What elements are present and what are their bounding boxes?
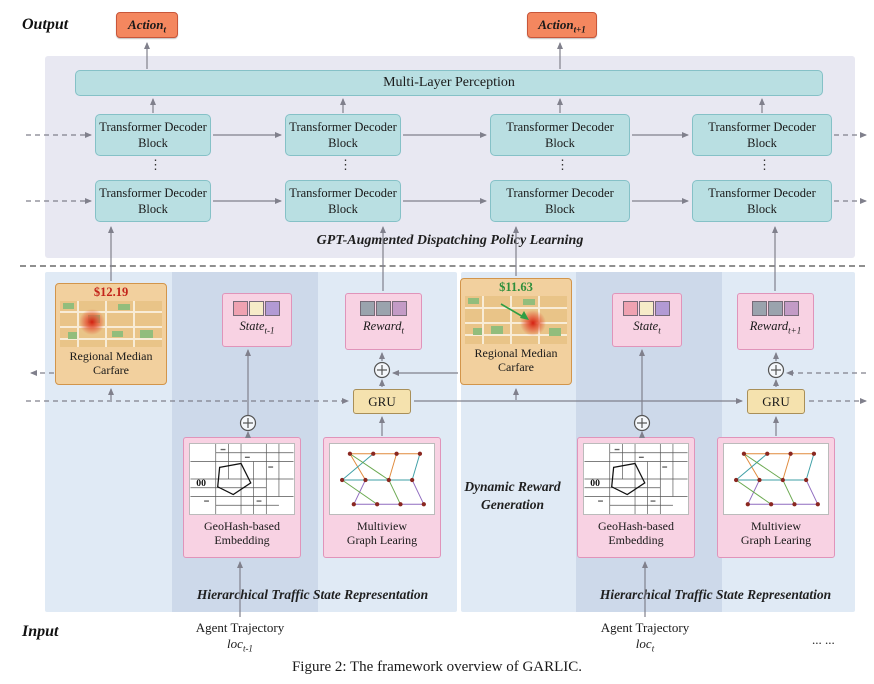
reward-vector	[346, 301, 421, 316]
reward-next-label: Rewardt+1	[749, 319, 802, 336]
action-t1-label: Actiont+1	[538, 17, 586, 35]
city-map-graphic	[465, 296, 567, 344]
reward-next-box: Rewardt+1	[737, 293, 814, 350]
state-curr-box: Statet	[612, 293, 682, 347]
state-vector	[223, 301, 291, 316]
section-divider	[20, 265, 865, 267]
svg-text:00: 00	[196, 478, 206, 489]
gru-box-left: GRU	[353, 389, 411, 414]
ellipsis-dots-icon: ⋮	[339, 157, 352, 172]
agent-trajectory-left: Agent Trajectory loct-1	[195, 620, 285, 654]
action-t-label: Actiont	[128, 17, 166, 35]
carfare-price-left: $12.19	[93, 285, 129, 299]
state-prev-box: Statet-1	[222, 293, 292, 347]
city-map-graphic	[60, 301, 162, 347]
relocation-arrow-icon	[500, 303, 529, 320]
action-t1-box: Actiont+1	[527, 12, 597, 38]
reward-curr-label: Rewardt	[363, 319, 404, 336]
gru-box-right: GRU	[747, 389, 805, 414]
ellipsis-dots-icon: ⋮	[758, 157, 771, 172]
state-curr-label: Statet	[633, 319, 661, 336]
demand-hotspot-icon	[79, 309, 105, 335]
multiview-graph-graphic	[329, 443, 435, 515]
input-section-label: Input	[22, 623, 59, 640]
mlp-bar: Multi-Layer Perception	[75, 70, 823, 96]
state-vector	[613, 301, 681, 316]
gpt-panel-caption: GPT-Augmented Dispatching Policy Learnin…	[316, 233, 584, 248]
svg-text:00: 00	[590, 478, 600, 489]
action-t-box: Actiont	[116, 12, 178, 38]
ellipsis-dots-icon: ⋮	[556, 157, 569, 172]
geohash-grid-graphic: 00	[583, 443, 689, 515]
state-prev-label: Statet-1	[239, 319, 275, 336]
geohash-grid-graphic: 00	[189, 443, 295, 515]
reward-vector	[738, 301, 813, 316]
hierarchical-caption-right: Hierarchical Traffic State Representatio…	[599, 587, 832, 602]
output-section-label: Output	[22, 16, 69, 33]
agent-trajectory-right: Agent Trajectory loct	[600, 620, 690, 654]
hierarchical-caption-left: Hierarchical Traffic State Representatio…	[196, 587, 429, 602]
multiview-graph-graphic	[723, 443, 829, 515]
reward-curr-box: Rewardt	[345, 293, 422, 350]
continuation-ellipsis: ... ...	[812, 632, 835, 647]
carfare-price-right: $11.63	[499, 280, 533, 294]
ellipsis-dots-icon: ⋮	[149, 157, 162, 172]
figure-caption: Figure 2: The framework overview of GARL…	[291, 659, 583, 675]
